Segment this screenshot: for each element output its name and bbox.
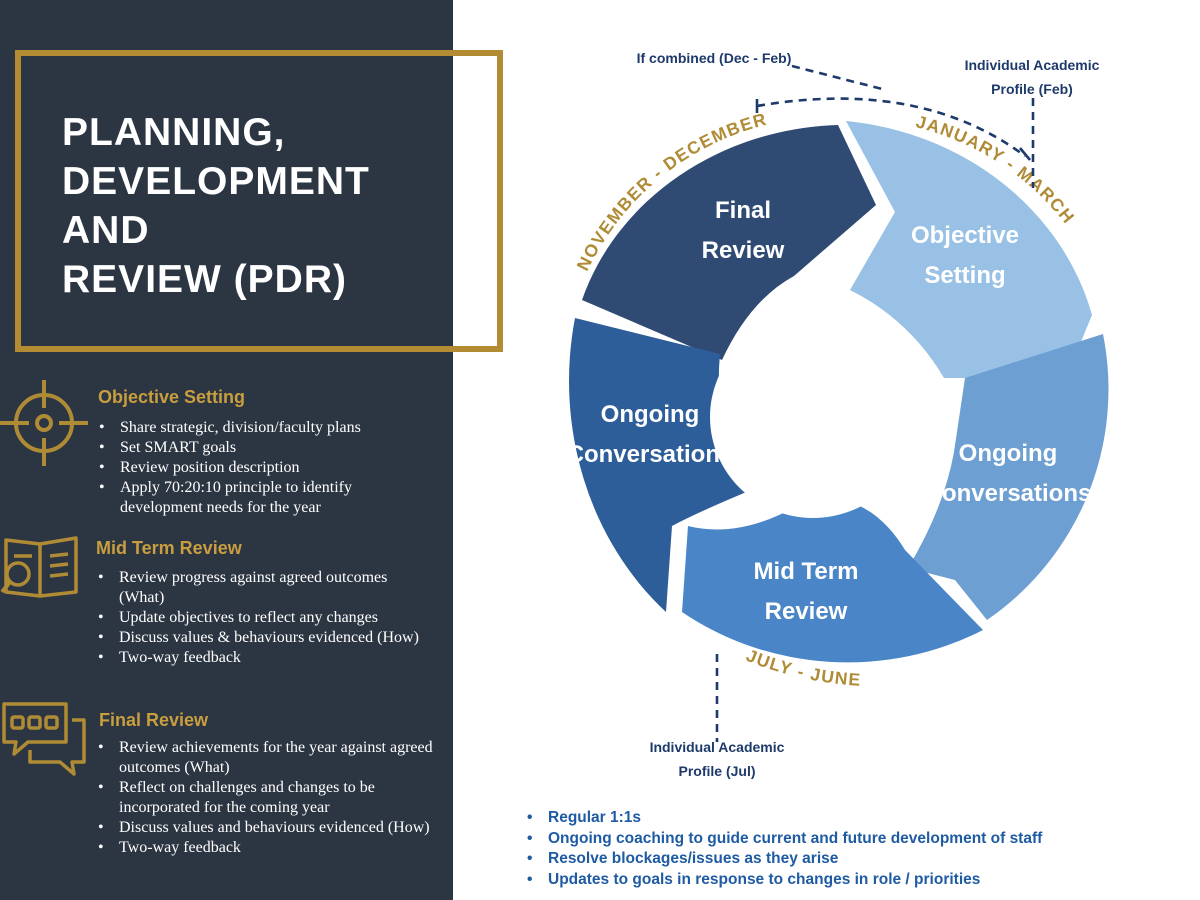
list-item: Resolve blockages/issues as they arise <box>527 849 1187 870</box>
list-item: Review progress against agreed outcomes … <box>96 568 436 608</box>
segment-label-mid-term: Review <box>765 598 848 625</box>
segment-label-ongoing-left: Conversations <box>567 441 734 468</box>
mid-term-review-list: Review progress against agreed outcomes … <box>96 568 436 668</box>
ongoing-conversations-left-segment <box>569 318 756 612</box>
segment-label-ongoing-right: Ongoing <box>959 440 1058 467</box>
objective-setting-list: Share strategic, division/faculty plans … <box>97 418 437 518</box>
target-icon <box>0 380 88 466</box>
chat-bubble-icon <box>2 702 86 776</box>
annotation-iap-feb: Profile (Feb) <box>991 81 1073 97</box>
combined-dashed-line <box>791 64 887 92</box>
title-line: REVIEW (PDR) <box>62 258 347 301</box>
final-review-segment <box>582 125 876 360</box>
list-item: Regular 1:1s <box>527 808 1187 829</box>
segment-label-ongoing-left: Ongoing <box>601 401 700 428</box>
list-item: Two-way feedback <box>96 648 436 668</box>
annotation-iap-jul: Individual Academic <box>650 739 785 755</box>
list-item: Review achievements for the year against… <box>96 738 436 778</box>
final-review-heading: Final Review <box>99 710 209 730</box>
list-item: Discuss values & behaviours evidenced (H… <box>96 628 436 648</box>
segment-label-ongoing-right: Conversations <box>925 480 1092 507</box>
title-line: AND <box>62 209 150 252</box>
document-search-icon <box>0 536 78 598</box>
list-item: Discuss values and behaviours evidenced … <box>96 818 436 838</box>
list-item: Share strategic, division/faculty plans <box>97 418 437 438</box>
ongoing-conversations-right-segment <box>908 334 1109 620</box>
final-review-list: Review achievements for the year against… <box>96 738 436 858</box>
list-item: Set SMART goals <box>97 438 437 458</box>
ongoing-activities-list: Regular 1:1s Ongoing coaching to guide c… <box>527 808 1187 890</box>
title-frame <box>15 50 503 352</box>
list-item: Apply 70:20:10 principle to identify dev… <box>97 478 437 518</box>
list-item: Two-way feedback <box>96 838 436 858</box>
segment-label-objective-setting: Objective <box>911 222 1019 249</box>
mid-term-review-heading: Mid Term Review <box>96 538 242 558</box>
cycle-center <box>710 316 916 518</box>
page-title: PLANNING, DEVELOPMENT AND REVIEW (PDR) <box>62 108 442 304</box>
mid-term-review-segment <box>682 497 983 663</box>
list-item: Ongoing coaching to guide current and fu… <box>527 829 1187 850</box>
segment-label-final-review: Review <box>702 237 785 264</box>
annotation-iap-jul: Profile (Jul) <box>678 763 755 779</box>
segment-label-mid-term: Mid Term <box>754 558 859 585</box>
annotation-combined: If combined (Dec - Feb) <box>637 50 792 66</box>
list-item: Review position description <box>97 458 437 478</box>
objective-setting-segment <box>846 121 1092 378</box>
annotation-iap-feb: Individual Academic <box>965 57 1100 73</box>
objective-setting-heading: Objective Setting <box>98 387 246 407</box>
list-item: Updates to goals in response to changes … <box>527 870 1187 891</box>
list-item: Update objectives to reflect any changes <box>96 608 436 628</box>
title-line: DEVELOPMENT <box>62 160 370 203</box>
combined-range-cap-right <box>1019 147 1031 161</box>
segment-label-final-review: Final <box>715 197 771 224</box>
list-item: Reflect on challenges and changes to be … <box>96 778 436 818</box>
segment-label-objective-setting: Setting <box>924 262 1005 289</box>
pdr-cycle-diagram: NOVEMBER - DECEMBER JANUARY - MARCH JULY… <box>567 50 1109 779</box>
title-line: PLANNING, <box>62 111 286 154</box>
